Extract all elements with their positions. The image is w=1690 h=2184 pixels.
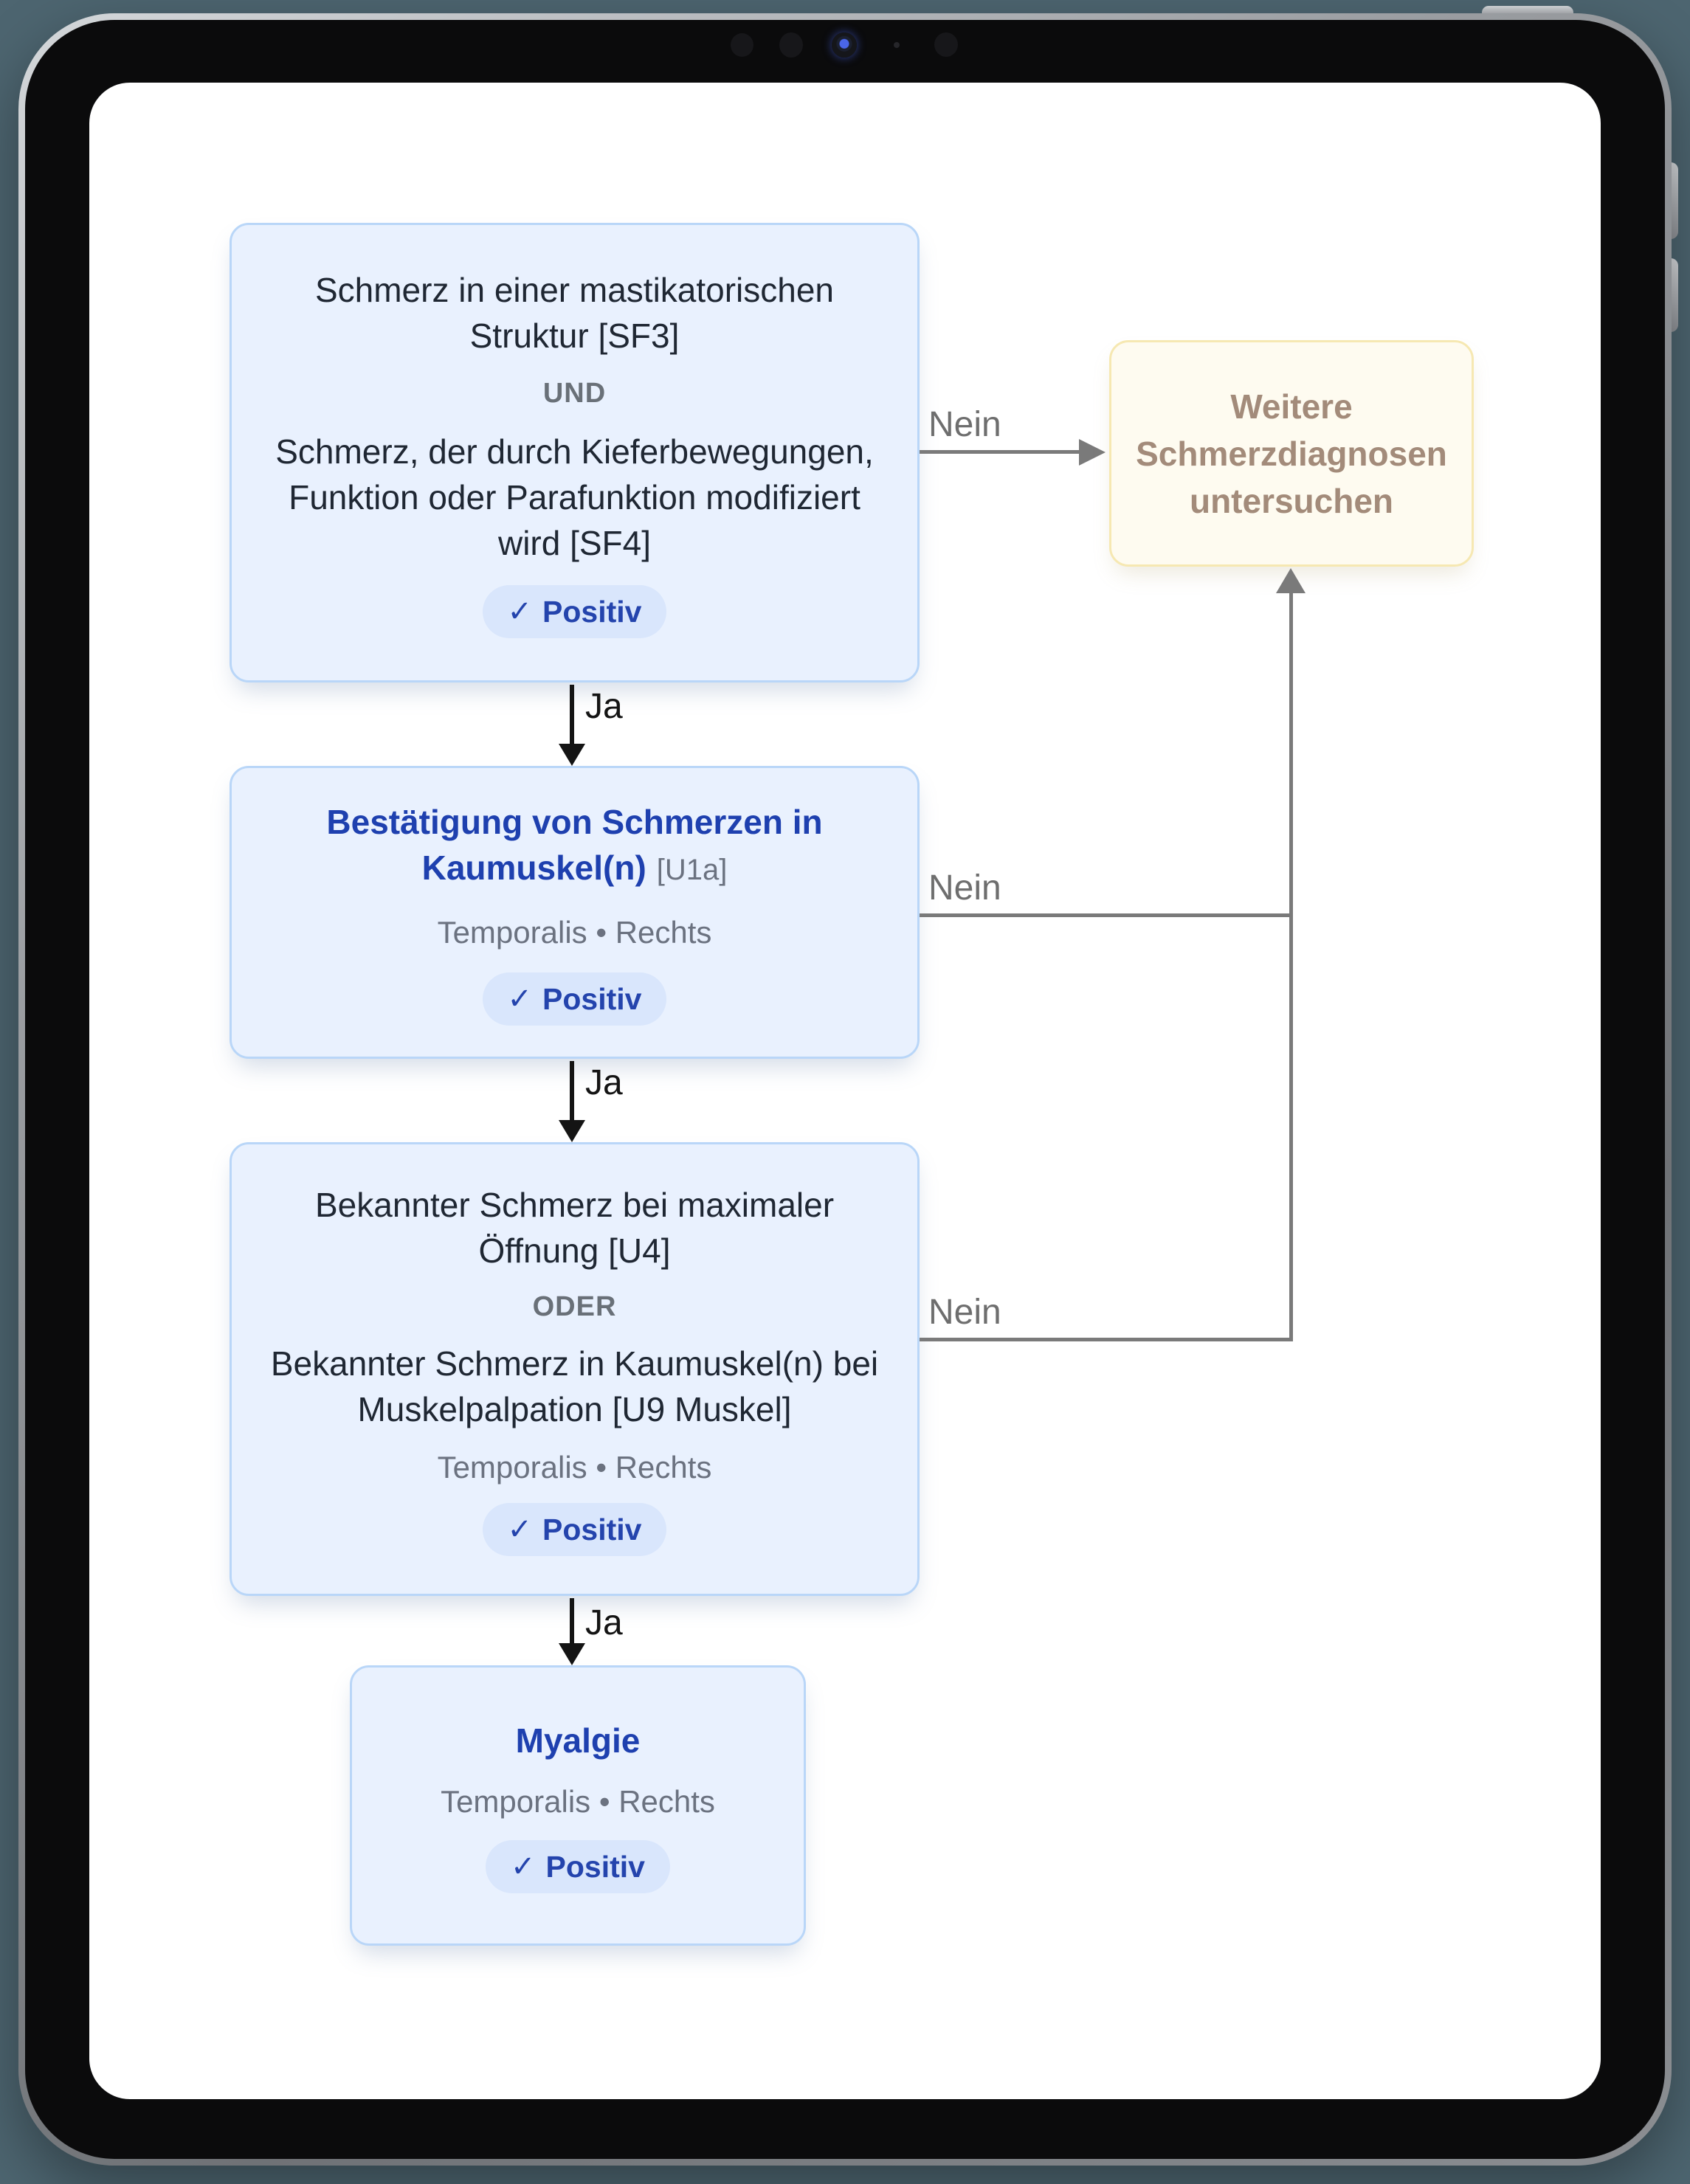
node-examination-criteria[interactable]: Bekannter Schmerz bei maximaler Öffnung … [230,1142,920,1596]
edge-ja-1-line [570,685,574,745]
edge-ja-3-line [570,1598,574,1645]
check-icon: ✓ [511,1850,536,1883]
muscle-location-label: Temporalis • Rechts [441,1784,715,1819]
node-screening-criteria[interactable]: Schmerz in einer mastikatorischen Strukt… [230,223,920,682]
edge-label-ja-3: Ja [585,1603,623,1642]
edge-nein-3-line [920,1338,1293,1341]
check-icon: ✓ [507,1513,533,1546]
node-title: Schmerz in einer mastikatorischen Strukt… [314,271,835,355]
status-label: Positiv [542,594,642,629]
node-code: [U1a] [656,854,728,886]
edge-label-ja-1: Ja [585,687,623,726]
sensor-dot [934,32,958,57]
arrow-down-icon [559,1643,585,1665]
node-title-main: Bestätigung von Schmerzen in Kaumuskel(n… [326,803,823,887]
status-badge[interactable]: ✓ Positiv [482,1503,667,1556]
edge-nein-1-line [920,450,1079,454]
muscle-location-label: Temporalis • Rechts [437,915,712,950]
edge-nein-2-line [920,913,1293,917]
node-title: Schmerz, der durch Kieferbewegungen, Fun… [275,432,874,562]
node-pain-confirmation[interactable]: Bestätigung von Schmerzen in Kaumuskel(n… [230,766,920,1059]
arrow-right-icon [1079,439,1106,466]
muscle-location-label: Temporalis • Rechts [437,1450,712,1485]
status-badge[interactable]: ✓ Positiv [482,972,667,1026]
node-title: Bekannter Schmerz bei maximaler Öffnung … [314,1186,835,1270]
sensor-dot [779,32,803,58]
status-label: Positiv [545,1849,645,1884]
status-label: Positiv [542,1512,642,1547]
logic-operator: ODER [532,1291,617,1322]
edge-label-nein-3: Nein [928,1293,1001,1332]
edge-label-nein-1: Nein [928,405,1001,444]
check-icon: ✓ [507,983,533,1015]
node-diagnosis-myalgie[interactable]: Myalgie Temporalis • Rechts ✓ Positiv [350,1665,806,1946]
edge-ja-2-line [570,1061,574,1122]
arrow-down-icon [559,1120,585,1142]
node-title: Bestätigung von Schmerzen in Kaumuskel(n… [326,799,822,893]
logic-operator: UND [542,378,607,409]
status-badge[interactable]: ✓ Positiv [482,585,667,638]
node-title-main: Myalgie [515,1721,641,1760]
node-title: Myalgie [516,1718,641,1763]
arrow-up-icon [1276,568,1306,593]
front-camera-icon [832,32,857,58]
check-icon: ✓ [507,595,533,628]
arrow-down-icon [559,744,585,766]
sensor-dot [731,33,753,57]
status-badge[interactable]: ✓ Positiv [486,1840,670,1893]
status-label: Positiv [542,981,642,1016]
edge-label-ja-2: Ja [585,1063,623,1102]
edge-return-line [1289,584,1293,1341]
node-title: Weitere Schmerzdiagnosen untersuchen [1136,387,1447,520]
microphone-dot [894,42,900,48]
edge-label-nein-2: Nein [928,868,1001,908]
node-title: Bekannter Schmerz in Kaumuskel(n) bei Mu… [270,1344,879,1428]
node-outcome-other-diagnoses[interactable]: Weitere Schmerzdiagnosen untersuchen [1109,340,1474,567]
